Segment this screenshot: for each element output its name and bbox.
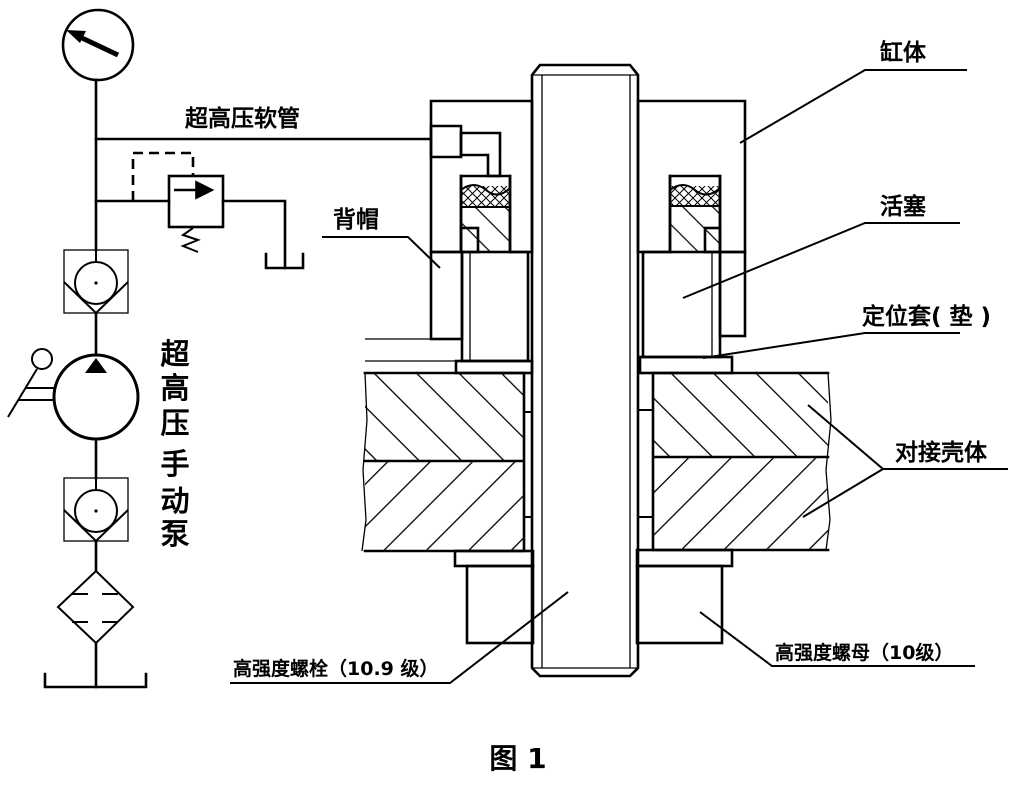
- tank-icon: [43, 672, 148, 689]
- label-piston: 活塞: [682, 193, 960, 299]
- svg-text:背帽: 背帽: [333, 207, 379, 233]
- nut-left: [465, 564, 535, 645]
- svg-text:定位套( 垫 ): 定位套( 垫 ): [862, 303, 991, 330]
- oil-channel: [459, 131, 502, 178]
- seal-right: [669, 184, 721, 207]
- label-back-nut: 背帽: [322, 207, 441, 269]
- housing-left: [361, 371, 526, 553]
- label-nut: 高强度螺母（10级）: [699, 611, 975, 667]
- back-nut-right: [718, 250, 747, 338]
- label-cylinder-body: 缸体: [739, 39, 967, 144]
- cylinder-assembly-section: [361, 63, 832, 678]
- figure-caption: 图 1: [489, 742, 546, 775]
- hydraulic-schematic: 超 高 压 手 动 泵: [7, 8, 433, 689]
- filter-icon: [56, 569, 135, 645]
- svg-text:缸体: 缸体: [880, 39, 927, 66]
- tank-icon: [264, 252, 305, 270]
- seal-left: [460, 184, 511, 208]
- check-valve-icon: [63, 249, 129, 315]
- svg-text:动: 动: [160, 484, 189, 518]
- high-strength-bolt: [530, 63, 640, 678]
- back-nut-left: [429, 250, 464, 341]
- svg-text:手: 手: [160, 447, 189, 481]
- svg-text:超高压软管: 超高压软管: [185, 105, 300, 132]
- reference-lines: [365, 338, 456, 362]
- label-bolt: 高强度螺栓（10.9 级）: [230, 591, 569, 684]
- housing-right: [651, 371, 832, 552]
- svg-text:泵: 泵: [160, 517, 189, 551]
- pump-label: 超 高 压 手 动 泵: [160, 337, 190, 551]
- svg-text:高强度螺栓（10.9 级）: 高强度螺栓（10.9 级）: [233, 657, 439, 680]
- svg-text:活塞: 活塞: [880, 193, 926, 220]
- manual-pump-icon: [52, 353, 140, 441]
- nut-right: [635, 564, 724, 645]
- pressure-gauge-icon: [61, 8, 135, 82]
- svg-text:高: 高: [160, 371, 189, 405]
- svg-text:超: 超: [160, 337, 190, 371]
- relief-valve-icon: [94, 151, 287, 270]
- label-locating-sleeve: 定位套( 垫 ): [702, 303, 991, 359]
- svg-text:高强度螺母（10级）: 高强度螺母（10级）: [775, 641, 953, 664]
- hose-port: [429, 124, 463, 159]
- svg-text:压: 压: [160, 406, 189, 440]
- pump-handle-icon: [7, 348, 54, 418]
- label-housing: 对接壳体: [802, 404, 1008, 518]
- svg-text:对接壳体: 对接壳体: [895, 439, 988, 466]
- check-valve-icon: [63, 477, 129, 543]
- lower-pad-right: [635, 548, 734, 568]
- label-hose: 超高压软管: [185, 105, 300, 132]
- lower-pad-left: [453, 549, 535, 568]
